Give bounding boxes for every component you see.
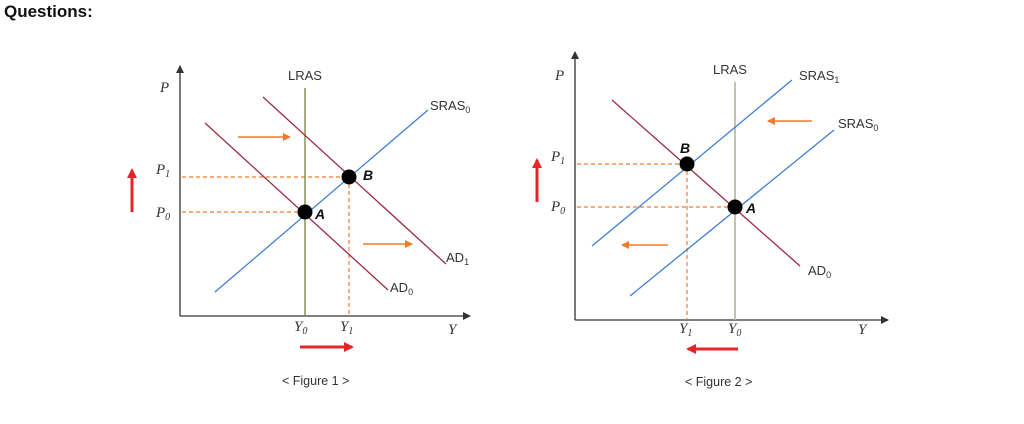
fig2-point-b	[679, 156, 695, 172]
fig1-point-b	[341, 169, 357, 185]
fig1-y0-label: Y0	[294, 319, 307, 337]
fig1-ad0-label: AD0	[390, 280, 413, 297]
fig2-ad0-label: AD0	[808, 263, 831, 280]
fig2-p0-label: P0	[550, 199, 565, 217]
fig2-sras1-label: SRAS1	[799, 68, 839, 85]
fig2-caption: < Figure 2 >	[685, 375, 752, 389]
fig1-y1-label: Y1	[340, 319, 353, 337]
fig1-p0-label: P0	[155, 205, 170, 223]
fig1-caption: < Figure 1 >	[282, 374, 349, 388]
fig2-y1-label: Y1	[679, 321, 692, 339]
fig2-y0-label: Y0	[728, 321, 741, 339]
fig2-lras-label: LRAS	[713, 62, 747, 77]
fig2-axis-y-label: P	[554, 68, 564, 84]
fig1-axis-y-label: P	[159, 80, 169, 96]
figure-1: P Y A B LRAS SRAS0 AD1 AD0 P1 P0 Y0 Y1	[127, 65, 471, 388]
fig1-point-a-label: A	[314, 206, 325, 222]
fig2-ad0-line	[611, 99, 801, 267]
fig1-p1-label: P1	[155, 162, 170, 180]
fig1-sras0-label: SRAS0	[430, 98, 470, 115]
fig1-ad0-line	[204, 122, 389, 291]
fig1-point-a	[297, 204, 313, 220]
fig2-axis-x-label: Y	[858, 322, 868, 338]
fig1-ad1-label: AD1	[446, 250, 469, 267]
figure-2: P Y A B LRAS SRAS1 SRAS0 AD0 P1 P0 Y1 Y0	[532, 51, 889, 389]
fig1-axis-x-label: Y	[448, 322, 458, 338]
fig2-point-a	[727, 199, 743, 215]
fig1-point-b-label: B	[363, 167, 373, 183]
fig1-lras-label: LRAS	[288, 68, 322, 83]
fig2-p1-label: P1	[550, 149, 565, 167]
page-heading: Questions:	[4, 2, 93, 21]
fig2-sras0-label: SRAS0	[838, 116, 878, 133]
fig1-sras0-line	[214, 109, 429, 293]
fig2-point-a-label: A	[745, 200, 756, 216]
fig2-point-b-label: B	[680, 140, 690, 156]
